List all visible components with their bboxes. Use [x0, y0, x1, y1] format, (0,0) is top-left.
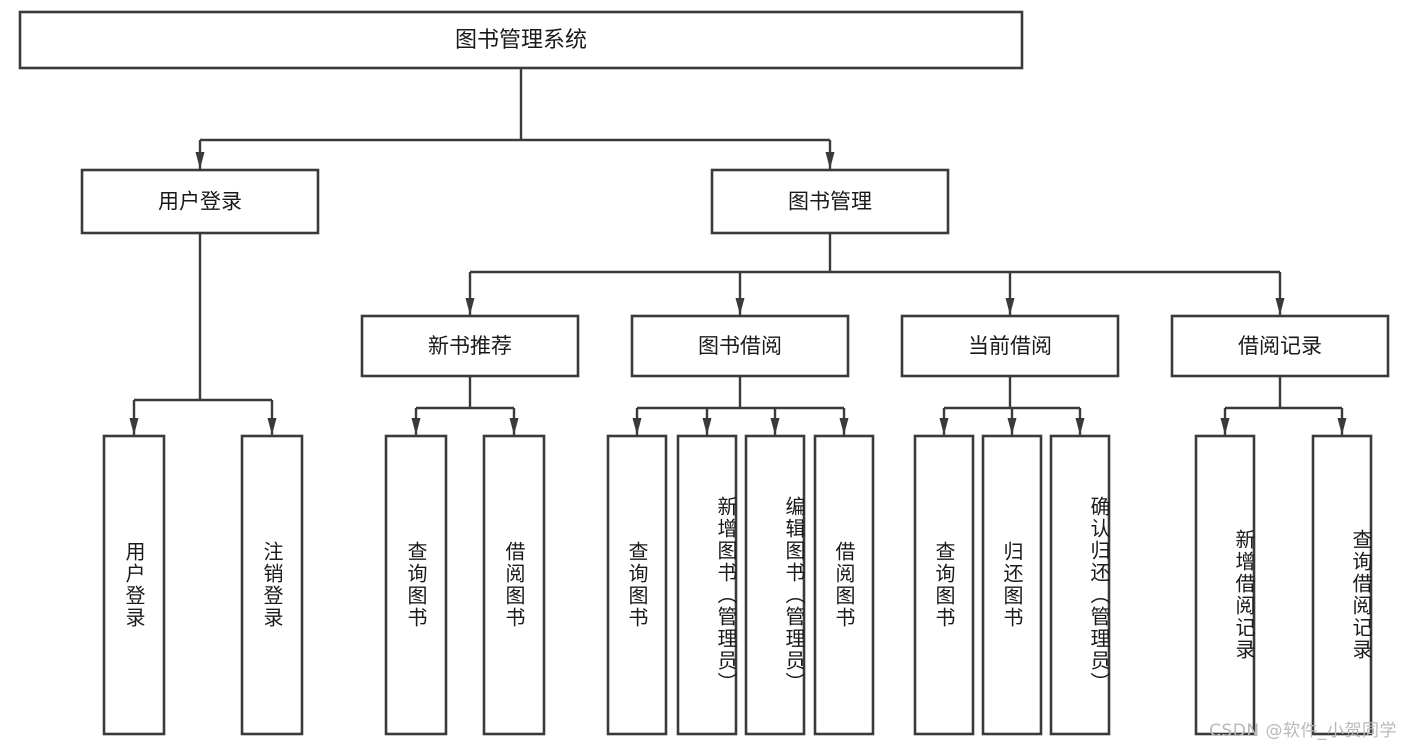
node-box-layer — [18, 10, 1390, 736]
arrow-head — [839, 418, 849, 435]
leaf-node-box[interactable] — [813, 434, 875, 736]
arrow-head — [509, 418, 519, 435]
leaf-node-box[interactable] — [981, 434, 1043, 736]
leaf-node-box[interactable] — [1311, 434, 1373, 736]
node-label: 用户登录 — [158, 190, 242, 214]
arrow-head — [129, 418, 139, 435]
connector-layer — [129, 68, 1347, 435]
node-label: 图书管理系统 — [455, 28, 587, 53]
level2-node-box[interactable] — [710, 168, 950, 235]
leaf-node-box[interactable] — [606, 434, 668, 736]
arrow-head — [632, 418, 642, 435]
node-label: 当前借阅 — [968, 334, 1052, 358]
watermark: CSDN @软件_小贺同学 — [1209, 721, 1397, 741]
arrow-head — [1275, 298, 1285, 315]
arrow-head — [825, 152, 835, 169]
node-label: 借阅记录 — [1238, 334, 1322, 358]
arrow-head — [411, 418, 421, 435]
node-label: 图书借阅 — [698, 334, 782, 358]
node-label: 图书管理 — [788, 190, 872, 214]
arrow-head — [1220, 418, 1230, 435]
level3-node-box[interactable] — [630, 314, 850, 378]
arrow-head — [770, 418, 780, 435]
arrow-head — [702, 418, 712, 435]
leaf-node-box[interactable] — [913, 434, 975, 736]
level3-node-box[interactable] — [1170, 314, 1390, 378]
leaf-node-box[interactable] — [676, 434, 738, 736]
leaf-node-box[interactable] — [240, 434, 304, 736]
leaf-node-box[interactable] — [384, 434, 448, 736]
arrow-head — [465, 298, 475, 315]
arrow-head — [939, 418, 949, 435]
level3-node-box[interactable] — [900, 314, 1120, 378]
arrow-head — [1005, 298, 1015, 315]
arrow-head — [1007, 418, 1017, 435]
node-label: 新书推荐 — [428, 334, 512, 358]
arrow-head — [735, 298, 745, 315]
level3-node-box[interactable] — [360, 314, 580, 378]
leaf-node-box[interactable] — [1049, 434, 1111, 736]
root-node-box[interactable] — [18, 10, 1024, 70]
arrow-head — [267, 418, 277, 435]
arrow-head — [1075, 418, 1085, 435]
level2-node-box[interactable] — [80, 168, 320, 235]
arrow-head — [1337, 418, 1347, 435]
leaf-node-box[interactable] — [1194, 434, 1256, 736]
leaf-node-box[interactable] — [102, 434, 166, 736]
leaf-node-box[interactable] — [482, 434, 546, 736]
arrow-head — [195, 152, 205, 169]
leaf-node-box[interactable] — [744, 434, 806, 736]
